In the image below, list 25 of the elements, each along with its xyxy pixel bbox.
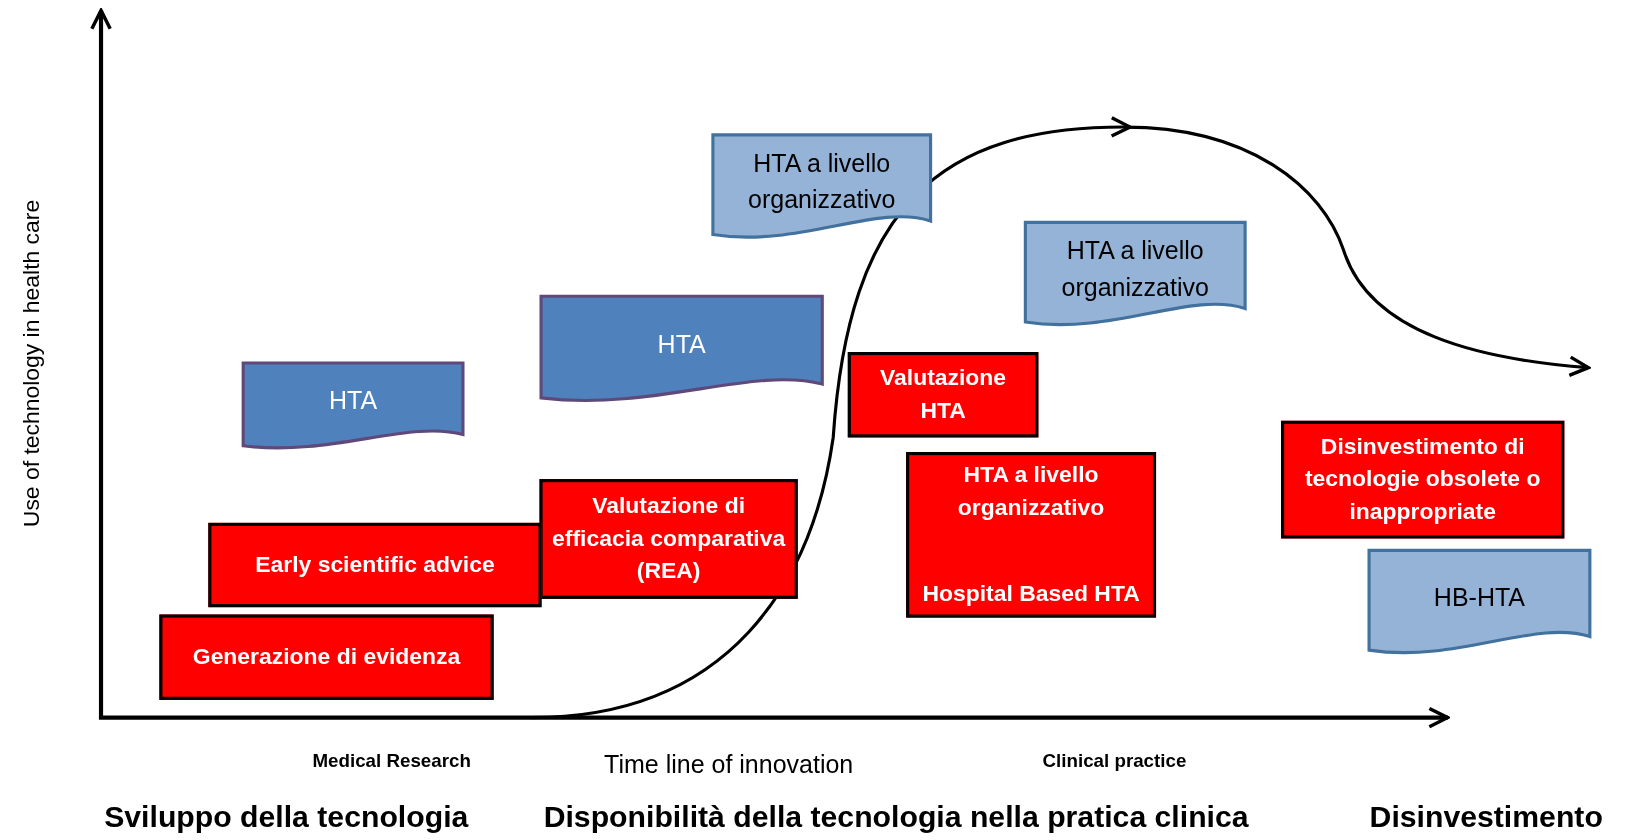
phase-label: Sviluppo della tecnologia bbox=[104, 799, 469, 835]
process-box bbox=[159, 614, 494, 700]
box-text: Disinvestimento di tecnologie obsolete o inappropriate bbox=[1303, 432, 1542, 526]
phase-label: Disponibilità della tecnologia nella pratica clinica bbox=[543, 799, 1249, 835]
box-text: Hospital Based HTA bbox=[922, 579, 1140, 609]
box-text: HB-HTA bbox=[1433, 581, 1526, 613]
process-box bbox=[539, 479, 798, 599]
process-box bbox=[208, 522, 542, 608]
box-text: Valutazione di efficacia comparativa (REA) bbox=[551, 491, 787, 586]
axis-label: Time line of innovation bbox=[604, 749, 854, 780]
box-text: Early scientific advice bbox=[255, 550, 495, 580]
process-box bbox=[906, 452, 1157, 618]
axis-label: Clinical practice bbox=[1042, 749, 1187, 772]
process-box bbox=[1281, 420, 1565, 539]
box-text: HTA bbox=[329, 384, 378, 417]
axis-label: Use of technology in health care bbox=[17, 198, 45, 530]
box-text: HTA a livello organizzativo bbox=[747, 148, 897, 216]
axis-label: Medical Research bbox=[312, 749, 471, 772]
box-text: Valutazione HTA bbox=[879, 363, 1008, 425]
phase-label: Disinvestimento bbox=[1369, 799, 1603, 835]
box-text: HTA bbox=[657, 328, 706, 360]
box-text: HTA a livello organizzativo bbox=[956, 460, 1106, 522]
box-text: Generazione di evidenza bbox=[192, 642, 461, 672]
box-text: HTA a livello organizzativo bbox=[1060, 235, 1210, 303]
process-box bbox=[847, 352, 1039, 438]
